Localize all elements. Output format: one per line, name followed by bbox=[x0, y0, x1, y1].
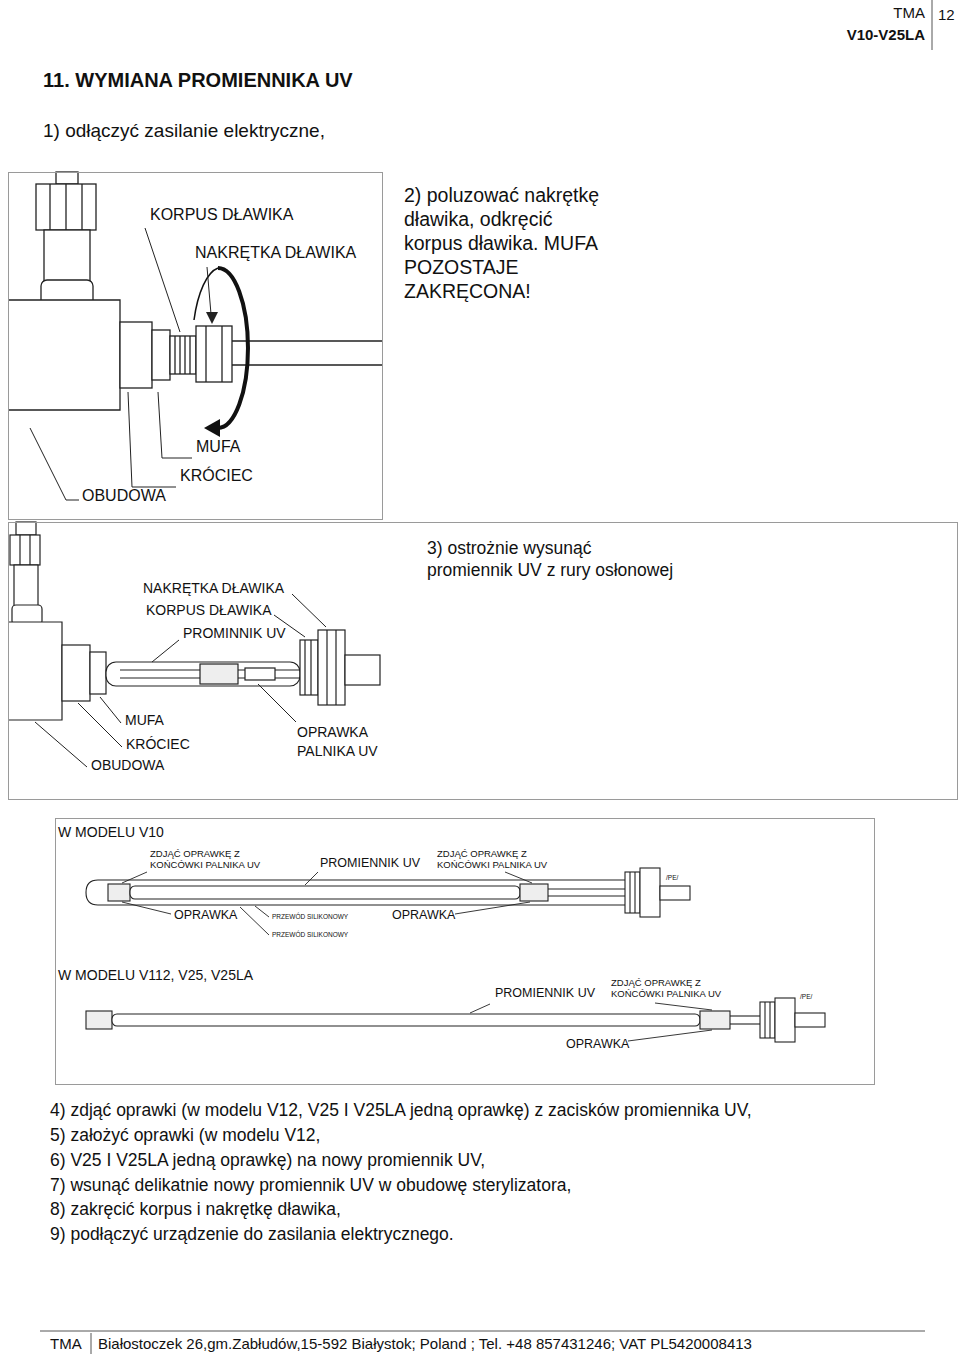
footer-rule bbox=[40, 1331, 925, 1332]
footer-brand: TMA bbox=[50, 1335, 88, 1353]
wire-label: /PE/ bbox=[800, 993, 812, 1001]
leader-lines bbox=[122, 872, 532, 935]
rotation-arrow bbox=[194, 268, 248, 437]
part-label: OPRAWKA PALNIKA UV bbox=[297, 723, 385, 761]
page-number: 12 bbox=[938, 6, 960, 24]
part-label: KORPUS DŁAWIKA bbox=[146, 602, 272, 619]
instruction-step: 1) odłączyć zasilanie elektryczne, bbox=[43, 120, 543, 143]
wire-label: PRZEWÓD SILIKONOWY bbox=[272, 913, 348, 921]
leader-lines bbox=[470, 1003, 712, 1041]
instruction-step: 5) założyć oprawki (w modelu V12, bbox=[50, 1125, 950, 1146]
part-label: KRÓCIEC bbox=[126, 736, 190, 753]
header-rule bbox=[932, 0, 933, 50]
part-label: MUFA bbox=[196, 437, 240, 456]
lamp-v25-drawing bbox=[86, 998, 825, 1042]
leader-lines bbox=[30, 228, 211, 500]
lamp-extraction-drawing bbox=[8, 522, 380, 720]
instruction-step: 3) ostrożnie wysunąć promiennik UV z rur… bbox=[427, 537, 677, 581]
part-label: NAKRĘTKA DŁAWIKA bbox=[143, 580, 284, 597]
instruction-step: 4) zdjąć oprawki (w modelu V12, V25 I V2… bbox=[50, 1100, 950, 1121]
instruction-step: 2) poluzować nakrętkę dławika, odkręcić … bbox=[404, 183, 609, 303]
model-heading: W MODELU V112, V25, V25LA bbox=[58, 967, 253, 984]
wire-label: PRZEWÓD SILIKONOWY bbox=[272, 931, 348, 939]
part-label: OBUDOWA bbox=[91, 757, 164, 774]
leader-lines bbox=[35, 594, 326, 767]
part-label: ZDJĄĆ OPRAWKĘ Z KOŃCÓWKI PALNIKA UV bbox=[437, 848, 577, 870]
header-model: V10-V25LA bbox=[830, 26, 925, 44]
part-label: NAKRĘTKA DŁAWIKA bbox=[195, 243, 356, 262]
part-label: OPRAWKA bbox=[566, 1037, 629, 1052]
part-label: MUFA bbox=[125, 712, 164, 729]
part-label: ZDJĄĆ OPRAWKĘ Z KOŃCÓWKI PALNIKA UV bbox=[611, 977, 751, 999]
instruction-step: 8) zakręcić korpus i nakrętkę dławika, bbox=[50, 1199, 950, 1220]
part-label: ZDJĄĆ OPRAWKĘ Z KOŃCÓWKI PALNIKA UV bbox=[150, 848, 290, 870]
part-label: PROMIENNIK UV bbox=[495, 986, 595, 1001]
part-label: PROMIENNIK UV bbox=[320, 856, 420, 871]
instruction-step: 9) podłączyć urządzenie do zasilania ele… bbox=[50, 1224, 950, 1245]
drawing-panel: KORPUS DŁAWIKA NAKRĘTKA DŁAWIKA MUFA KRÓCIE… bbox=[8, 172, 383, 520]
wire-label: /PE/ bbox=[666, 874, 678, 882]
leader-arrowhead bbox=[206, 312, 218, 324]
part-label: PROMINNIK UV bbox=[183, 625, 286, 642]
drawing-panel: W MODELU V10ZDJĄĆ OPRAWKĘ Z KOŃCÓWKI PAL… bbox=[55, 818, 875, 1085]
gland-drawing bbox=[8, 172, 383, 410]
drawing-panel: 3) ostrożnie wysunąć promiennik UV z rur… bbox=[8, 522, 958, 800]
part-label: OBUDOWA bbox=[82, 486, 166, 505]
part-label: OPRAWKA bbox=[392, 908, 455, 923]
part-label: KRÓCIEC bbox=[180, 466, 253, 485]
footer-separator bbox=[91, 1333, 92, 1354]
footer-address: Białostoczek 26,gm.Zabłudów,15-592 Biały… bbox=[98, 1335, 943, 1353]
model-heading: W MODELU V10 bbox=[58, 824, 164, 841]
part-label: OPRAWKA bbox=[174, 908, 237, 923]
instruction-step: 7) wsunąć delikatnie nowy promiennik UV … bbox=[50, 1175, 950, 1196]
header-brand: TMA bbox=[880, 4, 925, 22]
section-title: 11. WYMIANA PROMIENNIKA UV bbox=[43, 68, 643, 92]
instruction-step: 6) V25 I V25LA jedną oprawkę) na nowy pr… bbox=[50, 1150, 950, 1171]
part-label: KORPUS DŁAWIKA bbox=[150, 205, 293, 224]
